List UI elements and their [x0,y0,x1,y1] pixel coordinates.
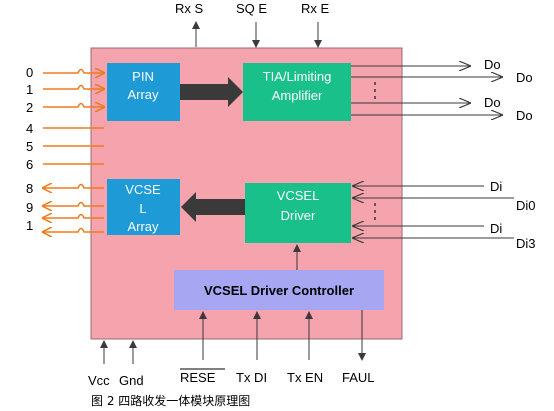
tia-label-1: TIA/Limiting [263,69,332,84]
pin-array-block [107,63,180,121]
label-txen: Tx EN [287,370,323,385]
tia-label-2: Amplifier [272,88,323,103]
vcsel-array-label-2: L [139,201,146,216]
fiber-tx-10 [43,215,104,219]
pin-number-1: 1 [26,82,33,97]
label-vcc: Vcc [88,373,110,388]
pin-number-8: 8 [26,181,33,196]
vcsel-driver-label-1: VCSEL [277,188,320,203]
output-label-1: Do [484,57,501,72]
label-txdi: Tx DI [236,370,267,385]
fiber-tx-8 [43,185,104,189]
input-label-3: Di [490,221,502,236]
fiber-rx-1 [43,86,104,90]
input-label-1: Di [490,179,502,194]
pin-to-tia-arrow [180,77,243,107]
label-rxs: Rx S [175,1,204,16]
vcsel-array-label-1: VCSE [125,182,161,197]
pin-number-9: 9 [26,200,33,215]
fiber-tx-9 [43,203,104,207]
input-label-2: Di0 [516,198,536,213]
fiber-rx-2 [43,104,104,108]
pin-number-4: 4 [26,121,33,136]
output-label-4: Do [516,108,533,123]
fiber-rx-0 [43,70,104,74]
fiber-tx-11 [43,229,104,233]
output-label-3: Do [484,95,501,110]
vcsel-driver-block [245,183,351,243]
vcsel-array-label-3: Array [127,219,159,234]
controller-block [174,270,384,310]
pin-number-1b: 1 [26,218,33,233]
label-fault: FAUL [342,370,375,385]
output-label-2: Do [516,70,533,85]
pin-number-6: 6 [26,157,33,172]
label-reset: RESE [180,370,216,385]
pin-number-2: 2 [26,100,33,115]
pin-number-5: 5 [26,139,33,154]
controller-label: VCSEL Driver Controller [204,283,354,298]
figure-caption: 图 2 四路收发一体模块原理图 [91,393,250,408]
label-rxe: Rx E [301,1,330,16]
vcsel-driver-label-2: Driver [281,208,316,223]
pin-array-label-2: Array [127,87,159,102]
pin-number-0: 0 [26,65,33,80]
label-sqe: SQ E [236,1,267,16]
input-label-4: Di3 [516,236,536,251]
fiber-rx-group [43,70,104,233]
driver-to-vcsel-arrow [181,192,245,222]
tia-block [243,63,351,121]
vcsel-array-block [107,179,180,235]
pin-array-label-1: PIN [132,69,154,84]
label-gnd: Gnd [119,373,144,388]
